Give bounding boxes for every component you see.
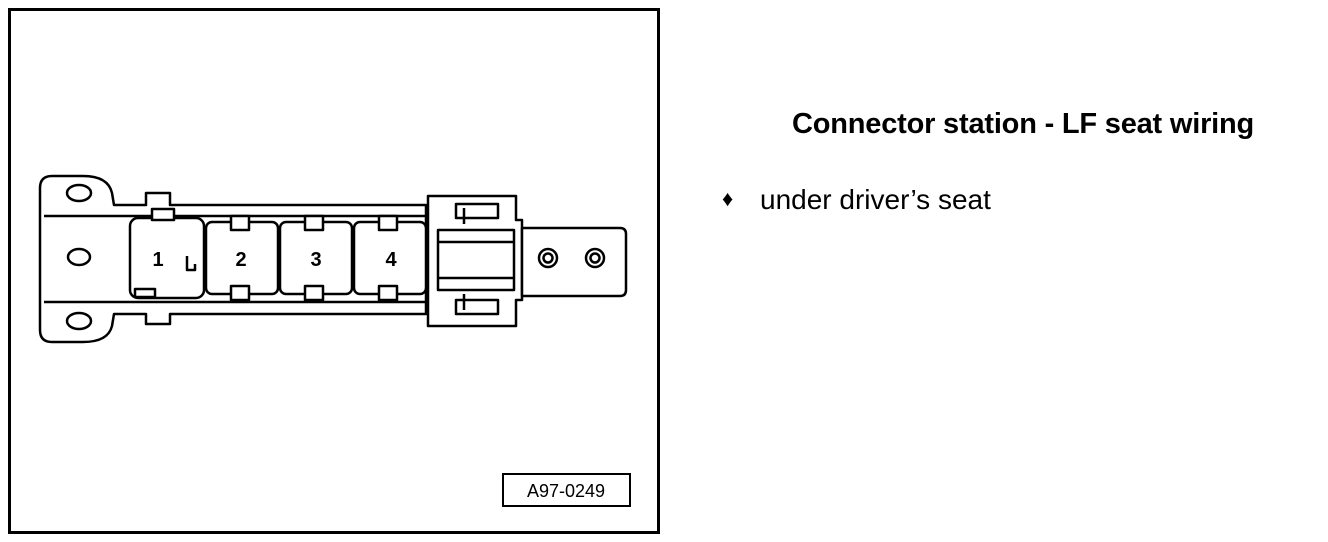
mounting-hole bbox=[66, 247, 92, 267]
pin-label: 3 bbox=[310, 249, 321, 271]
latch-tab bbox=[377, 214, 399, 232]
reference-code: A97-0249 bbox=[527, 481, 605, 501]
latch-tab bbox=[229, 214, 251, 232]
tab-hole bbox=[589, 252, 601, 264]
latch-tab bbox=[133, 287, 157, 299]
reference-box bbox=[502, 473, 631, 507]
latch-tab bbox=[303, 214, 325, 232]
clip-slot bbox=[436, 228, 516, 292]
latch-tab bbox=[303, 284, 325, 302]
pin-label: 4 bbox=[385, 249, 397, 271]
section-heading: Connector station - LF seat wiring bbox=[792, 108, 1255, 140]
tab-hole bbox=[542, 252, 554, 264]
clip-detail bbox=[438, 202, 514, 316]
mounting-hole bbox=[65, 311, 93, 331]
pin-label: 1 bbox=[152, 249, 163, 271]
housing-block bbox=[128, 216, 206, 300]
pin-label: 2 bbox=[235, 249, 246, 271]
latch-tab bbox=[377, 284, 399, 302]
mounting-hole bbox=[65, 183, 93, 203]
diamond-bullet-icon: ♦ bbox=[722, 186, 734, 211]
connector-diagram: 1 2 3 4 A97-0249 bbox=[8, 8, 660, 534]
latch-tab bbox=[229, 284, 251, 302]
pin-hook bbox=[185, 256, 197, 272]
bullet-text: under driver’s seat bbox=[760, 184, 991, 215]
latch-tab bbox=[150, 207, 176, 222]
bullet-item: ♦ under driver’s seat bbox=[722, 184, 991, 216]
mounting-tab bbox=[520, 226, 628, 298]
